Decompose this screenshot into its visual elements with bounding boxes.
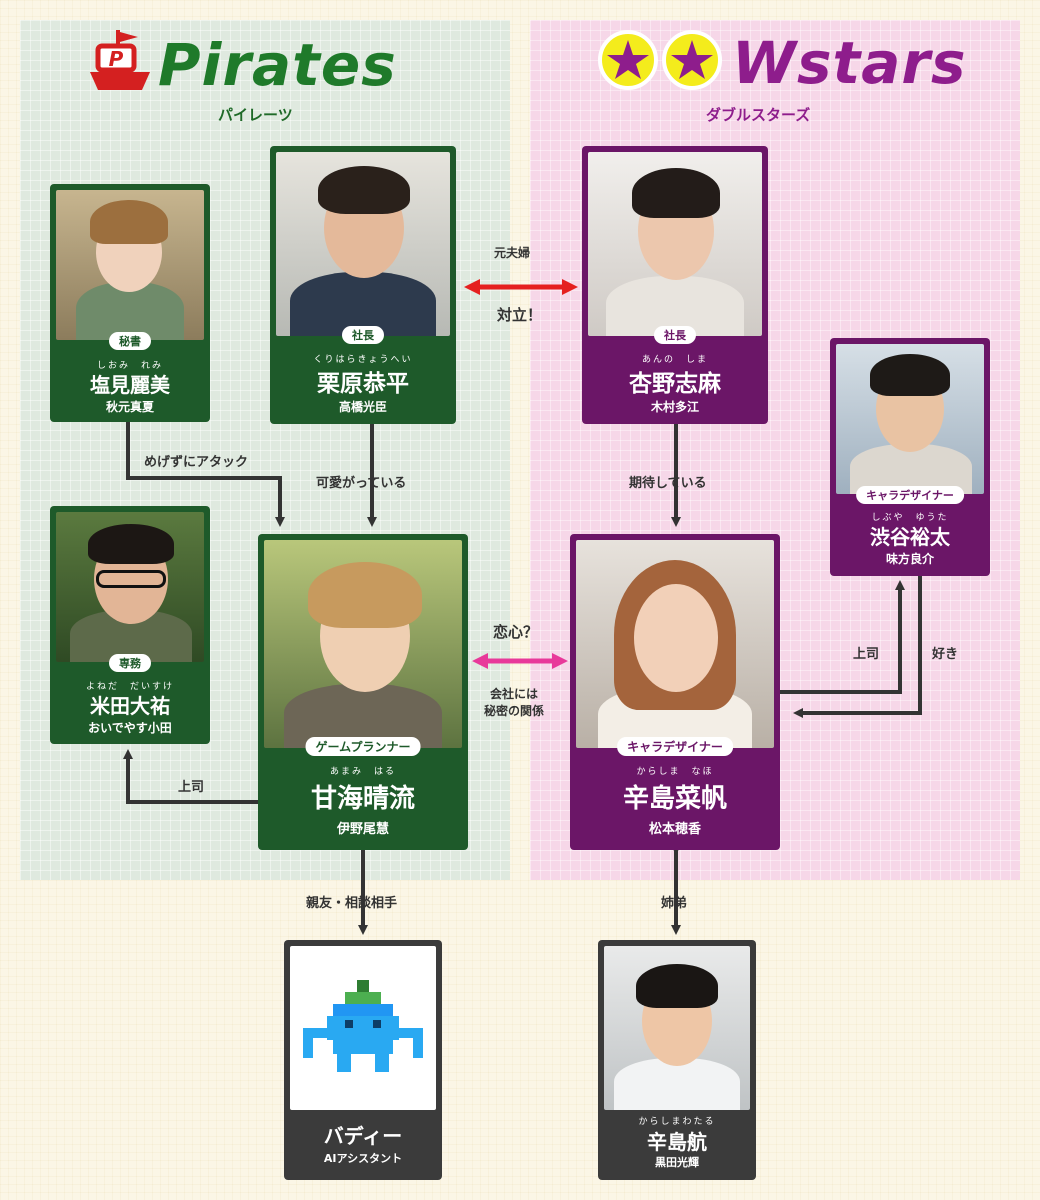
character-photo — [264, 540, 462, 748]
name-ruby: しおみ れみ — [96, 361, 163, 371]
character-name: 辛島航 — [647, 1130, 707, 1154]
character-name: 杏野志麻 — [629, 371, 721, 397]
name-ruby: しぶや ゆうた — [871, 513, 949, 523]
actor-name: 高橋光臣 — [338, 400, 387, 414]
buddy-pixel-robot-icon — [303, 980, 423, 1072]
actor-name: AIアシスタント — [323, 1152, 403, 1165]
actor-name: 秋元真夏 — [105, 400, 154, 414]
pirates-logo-text: Pirates — [158, 31, 397, 99]
actor-name: 木村多江 — [650, 400, 699, 414]
boss-left-label: 上司 — [178, 780, 205, 795]
boss-right-line — [780, 580, 905, 694]
name-ruby: あまみ はる — [329, 767, 396, 777]
actor-name: 伊野尾慧 — [336, 822, 389, 837]
character-photo — [56, 190, 204, 340]
character-name: 渋谷裕太 — [870, 525, 950, 549]
character-card-amami[interactable]: ゲームプランナー あまみ はる 甘海晴流 伊野尾慧 — [258, 534, 468, 850]
cherish-label: 可愛がっている — [316, 476, 407, 491]
attack-line — [126, 422, 285, 527]
likes-line — [793, 576, 922, 718]
svg-text:P: P — [109, 47, 124, 71]
pirate-ship-icon: P — [90, 30, 150, 90]
character-photo — [56, 512, 204, 662]
character-name: バディー — [323, 1124, 403, 1148]
actor-name: おいでやす小田 — [88, 721, 172, 735]
character-photo — [836, 344, 984, 494]
ex-couple-label: 元夫婦 — [494, 246, 531, 260]
role-badge: 社長 — [342, 326, 384, 344]
character-card-shibuya[interactable]: キャラデザイナー しぶや ゆうた 渋谷裕太 味方良介 — [830, 338, 990, 576]
role-badge: 社長 — [654, 326, 696, 344]
character-name: 甘海晴流 — [310, 784, 415, 814]
romance-label: 恋心？ — [493, 623, 539, 641]
character-card-anno[interactable]: 社長 あんの しま 杏野志麻 木村多江 — [582, 146, 768, 424]
character-name: 栗原恭平 — [317, 371, 409, 397]
boss-left-line — [123, 749, 258, 804]
role-badge: キャラデザイナー — [617, 737, 733, 756]
character-card-karashima-naho[interactable]: キャラデザイナー からしま なほ 辛島菜帆 松本穂香 — [570, 534, 780, 850]
role-badge: ゲームプランナー — [305, 737, 421, 756]
character-card-karashima-wataru[interactable]: からしまわたる 辛島航 黒田光輝 — [598, 940, 756, 1180]
character-card-buddy[interactable]: バディー AIアシスタント — [284, 940, 442, 1180]
character-photo — [604, 946, 750, 1110]
wstars-kana: ダブルスターズ — [706, 106, 811, 124]
role-badge: 専務 — [109, 654, 151, 672]
actor-name: 黒田光輝 — [655, 1156, 699, 1169]
siblings-label: 姉弟 — [661, 896, 688, 911]
wstars-logo: Wstars — [596, 28, 967, 92]
name-ruby: からしま なほ — [636, 767, 714, 777]
character-photo — [576, 540, 774, 748]
name-ruby: あんの しま — [641, 355, 708, 365]
likes-label: 好き — [932, 647, 959, 662]
character-photo — [588, 152, 762, 336]
wstars-logo-text: Wstars — [732, 29, 967, 97]
name-ruby: からしまわたる — [638, 1117, 716, 1127]
character-photo — [276, 152, 450, 336]
best-friend-label: 親友・相談相手 — [306, 896, 398, 911]
character-card-yoneda[interactable]: 専務 よねだ だいすけ 米田大祐 おいでやす小田 — [50, 506, 210, 744]
secret-label: 会社には 秘密の関係 — [484, 687, 545, 718]
conflict-label: 対立！ — [497, 306, 543, 324]
character-name: 塩見麗美 — [90, 373, 170, 397]
role-badge: キャラデザイナー — [856, 486, 964, 504]
attack-label: めげずにアタック — [144, 455, 249, 470]
name-ruby: くりはらきょうへい — [313, 355, 413, 365]
boss-right-label: 上司 — [853, 647, 880, 662]
double-star-icon — [598, 30, 722, 90]
pirates-logo: P Pirates — [88, 28, 397, 94]
character-photo — [290, 946, 436, 1110]
pirates-kana: パイレーツ — [218, 106, 293, 124]
character-card-shiomi[interactable]: 秘書 しおみ れみ 塩見麗美 秋元真夏 — [50, 184, 210, 422]
character-card-kurihara[interactable]: 社長 くりはらきょうへい 栗原恭平 高橋光臣 — [270, 146, 456, 424]
actor-name: 松本穂香 — [648, 822, 701, 837]
expect-label: 期待している — [629, 476, 707, 491]
actor-name: 味方良介 — [885, 552, 934, 566]
character-name: 辛島菜帆 — [622, 784, 727, 814]
character-name: 米田大祐 — [90, 694, 170, 718]
name-ruby: よねだ だいすけ — [85, 682, 174, 692]
role-badge: 秘書 — [109, 332, 151, 350]
